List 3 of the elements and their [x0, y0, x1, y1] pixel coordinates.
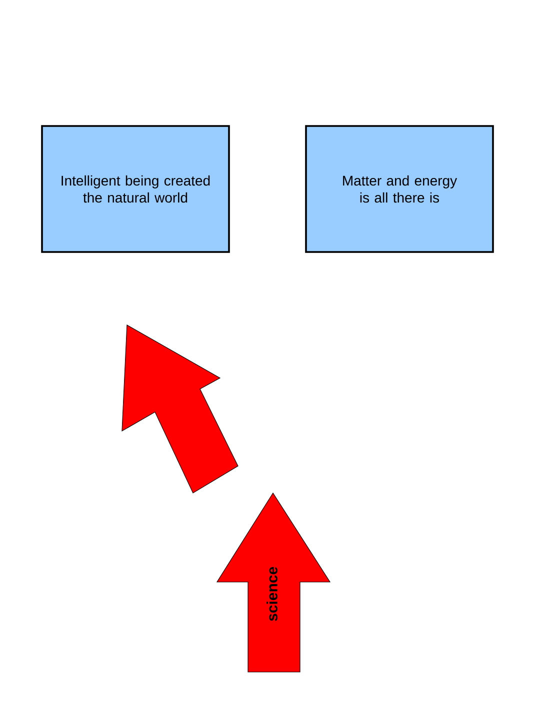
text-box: Intelligent being created the natural world: [41, 125, 230, 253]
text-box: Matter and energy is all there is: [305, 125, 494, 253]
arrow-label: science: [266, 567, 278, 621]
